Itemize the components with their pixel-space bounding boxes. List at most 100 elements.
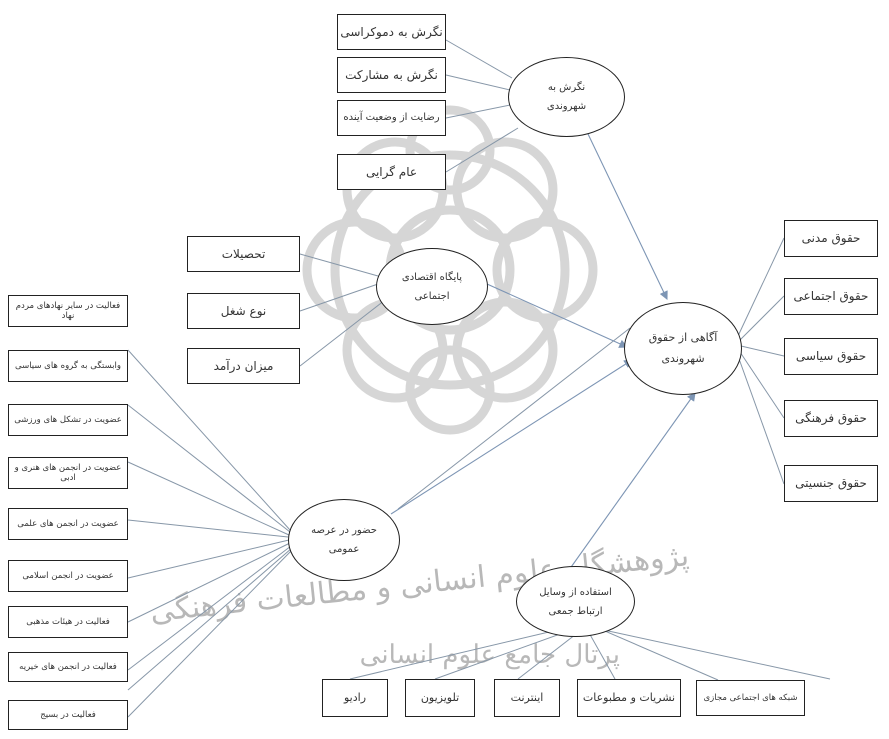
node-label-line2: عمومی	[328, 544, 360, 555]
node-mass-media-usage: استفاده از وسایل ارتباط جمعی	[516, 566, 635, 637]
public-item-label: عضویت در انجمن های هنری و ادبی	[14, 462, 122, 483]
edge-public-3	[127, 461, 290, 536]
public-item-political-groups: وابستگی به گروه های سیاسی	[8, 350, 128, 382]
edge-media-3	[517, 630, 581, 680]
attitude-item-participation: نگرش به مشارکت	[337, 57, 446, 93]
ses-item-label: میزان درآمد	[213, 358, 274, 373]
node-label-line1: استفاده از وسایل	[539, 586, 612, 598]
public-item-label: وابستگی به گروه های سیاسی	[15, 360, 121, 371]
node-label-line2: اجتماعی	[414, 290, 450, 302]
media-item-label: نشریات و مطبوعات	[582, 691, 676, 705]
public-item-basij: فعالیت در بسیج	[8, 700, 128, 730]
node-public-sphere-presence: حضور در عرصه عمومی	[288, 499, 400, 581]
public-item-sports-orgs: عضویت در تشکل های ورزشی	[8, 404, 128, 436]
public-item-label: فعالیت در سایر نهادهای مردم نهاد	[15, 300, 121, 321]
edge-rights-2	[739, 295, 785, 341]
public-item-label: فعالیت در انجمن های خیریه	[19, 661, 117, 672]
node-label-line2: ارتباط جمعی	[548, 605, 603, 617]
edge-attitude-3	[445, 104, 511, 119]
arrow-ses-to-awareness	[486, 283, 629, 348]
public-item-label: فعالیت در بسیج	[40, 709, 96, 720]
node-label-line2: شهروندی	[546, 101, 587, 112]
edge-public-awareness-ext	[397, 327, 631, 510]
edge-ses-3	[299, 299, 386, 367]
ses-item-job-type: نوع شغل	[187, 293, 300, 329]
node-label-line2: شهروندی	[661, 351, 705, 365]
rights-item-gender: حقوق جنسیتی	[784, 465, 878, 502]
public-item-islamic-association: عضویت در انجمن اسلامی	[8, 560, 128, 592]
edge-attitude-4	[445, 127, 519, 173]
node-attitude-to-citizenship: نگرش به شهروندی	[508, 57, 625, 137]
media-item-internet: اینترنت	[494, 679, 560, 717]
public-item-label: عضویت در تشکل های ورزشی	[14, 414, 122, 425]
arrow-public-to-awareness	[390, 359, 633, 515]
edge-rights-4	[739, 351, 785, 419]
edge-rights-3	[740, 345, 785, 357]
edge-media-6	[589, 626, 831, 680]
edge-public-1	[127, 349, 291, 531]
arrow-media-to-awareness	[568, 392, 696, 571]
media-item-radio: رادیو	[322, 679, 388, 717]
edge-public-2	[127, 404, 291, 533]
attitude-item-label: عام گرایی	[365, 164, 418, 179]
public-item-ngo-activity: فعالیت در سایر نهادهای مردم نهاد	[8, 295, 128, 327]
public-item-label: فعالیت در هیئات مذهبی	[26, 616, 110, 627]
edge-public-9	[127, 547, 293, 691]
edge-rights-1	[737, 237, 785, 337]
edge-media-2	[434, 628, 575, 680]
node-label-line1: حضور در عرصه	[311, 525, 377, 536]
node-citizenship-rights-awareness: آگاهی از حقوق شهروندی	[624, 302, 742, 395]
media-item-label: اینترنت	[510, 691, 544, 705]
public-item-art-literary: عضویت در انجمن های هنری و ادبی	[8, 457, 128, 489]
public-item-label: عضویت در انجمن های علمی	[17, 518, 119, 529]
ses-item-income: میزان درآمد	[187, 348, 300, 384]
ses-item-label: تحصیلات	[221, 246, 266, 261]
rights-item-civil: حقوق مدنی	[784, 220, 878, 257]
rights-item-label: حقوق فرهنگی	[795, 411, 867, 426]
public-item-label: عضویت در انجمن اسلامی	[22, 570, 114, 581]
media-item-label: تلویزیون	[420, 691, 460, 705]
edge-public-6	[127, 542, 291, 623]
attitude-item-label: رضایت از وضعیت آینده	[343, 112, 440, 123]
rights-item-label: حقوق مدنی	[801, 231, 861, 246]
edge-attitude-1	[445, 39, 513, 79]
edge-rights-5	[737, 355, 785, 485]
node-label-line1: نگرش به	[547, 82, 586, 93]
edge-ses-2	[299, 283, 379, 312]
attitude-item-democracy: نگرش به دموکراسی	[337, 14, 446, 50]
ses-item-label: نوع شغل	[220, 303, 267, 318]
edge-media-5	[597, 627, 719, 681]
attitude-item-universalism: عام گرایی	[337, 154, 446, 190]
public-item-religious: فعالیت در هیئات مذهبی	[8, 606, 128, 638]
media-item-label: شبکه های اجتماعی مجازی	[703, 692, 798, 703]
node-label-line1: آگاهی از حقوق	[648, 330, 718, 344]
ses-item-education: تحصیلات	[187, 236, 300, 272]
watermark-line-2: پرتال جامع علوم انسانی	[359, 640, 620, 670]
rights-item-social: حقوق اجتماعی	[784, 278, 878, 315]
edge-media-1	[349, 626, 571, 680]
rights-item-label: حقوق اجتماعی	[793, 289, 869, 304]
rights-item-label: حقوق جنسیتی	[795, 476, 867, 491]
media-item-television: تلویزیون	[405, 679, 475, 717]
attitude-item-label: نگرش به دموکراسی	[340, 24, 443, 39]
edge-attitude-2	[445, 74, 511, 91]
node-label-line1: پایگاه اقتصادی	[401, 271, 463, 283]
rights-item-cultural: حقوق فرهنگی	[784, 400, 878, 437]
media-item-social-networks: شبکه های اجتماعی مجازی	[696, 680, 805, 716]
rights-item-label: حقوق سیاسی	[795, 349, 867, 364]
rights-item-political: حقوق سیاسی	[784, 338, 878, 375]
edge-ses-1	[299, 253, 379, 277]
public-item-charity-groups: فعالیت در انجمن های خیریه	[8, 652, 128, 682]
public-item-scientific: عضویت در انجمن های علمی	[8, 508, 128, 540]
media-item-press: نشریات و مطبوعات	[577, 679, 681, 717]
node-socioeconomic-status: پایگاه اقتصادی اجتماعی	[376, 248, 488, 325]
attitude-item-future-satisfaction: رضایت از وضعیت آینده	[337, 100, 446, 136]
attitude-item-label: نگرش به مشارکت	[345, 67, 438, 82]
edge-public-5	[127, 539, 290, 579]
edge-public-8	[127, 548, 294, 718]
media-item-label: رادیو	[344, 691, 367, 705]
edge-public-4	[127, 519, 289, 538]
